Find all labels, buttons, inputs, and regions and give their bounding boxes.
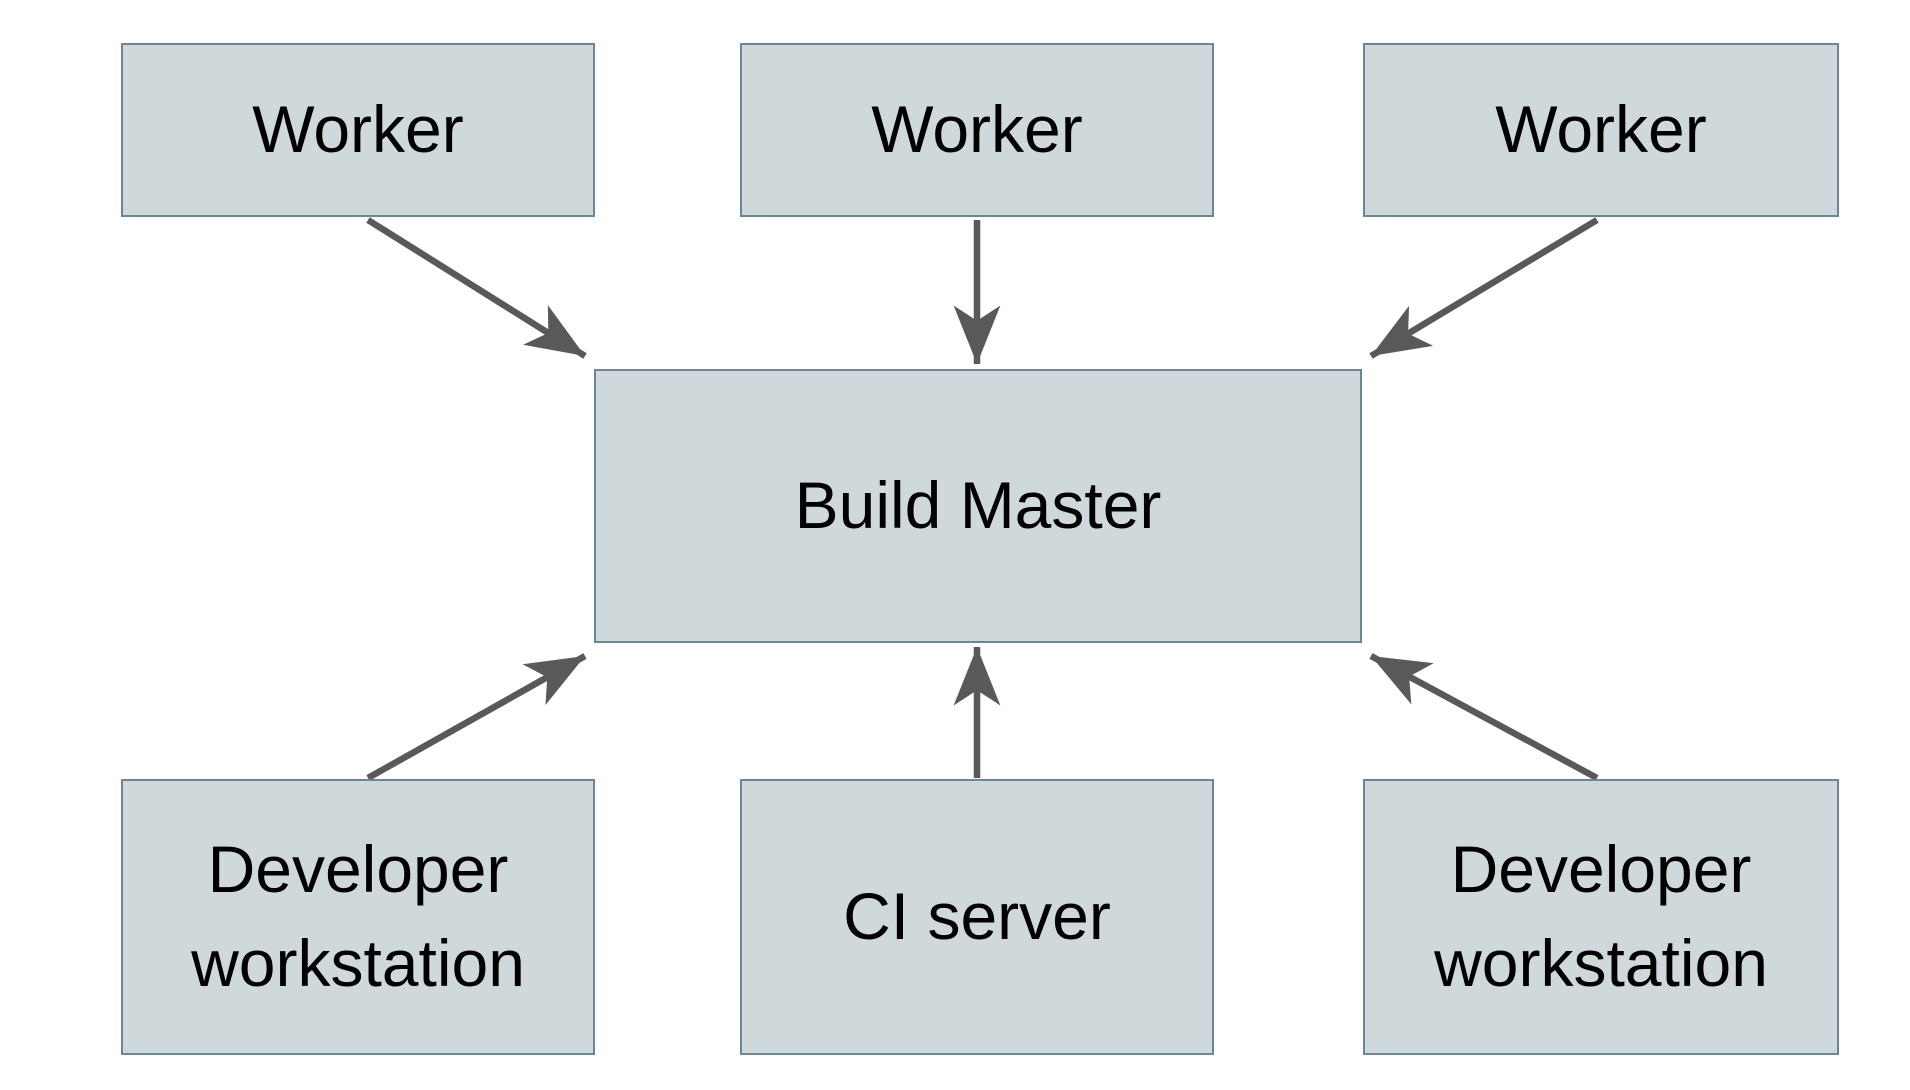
node-developer-workstation-left: Developer workstation xyxy=(121,779,595,1055)
node-developer-workstation-left-label: Developer workstation xyxy=(191,832,525,1000)
node-worker-2-label: Worker xyxy=(871,92,1083,167)
node-worker-2: Worker xyxy=(740,43,1214,217)
node-worker-3: Worker xyxy=(1363,43,1839,217)
node-ci-server-label: CI server xyxy=(843,879,1111,954)
node-ci-server: CI server xyxy=(740,779,1214,1055)
arrow-worker3-to-build-master xyxy=(1369,217,1599,359)
arrow-dev-workstation-left-to-build-master xyxy=(366,653,587,781)
node-developer-workstation-right: Developer workstation xyxy=(1363,779,1839,1055)
arrow-worker1-to-build-master xyxy=(366,217,587,359)
node-worker-1-label: Worker xyxy=(252,92,464,167)
node-worker-1: Worker xyxy=(121,43,595,217)
arrow-dev-workstation-right-to-build-master xyxy=(1369,653,1599,781)
node-build-master: Build Master xyxy=(594,369,1362,643)
node-worker-3-label: Worker xyxy=(1495,92,1707,167)
node-build-master-label: Build Master xyxy=(794,468,1162,543)
node-developer-workstation-right-label: Developer workstation xyxy=(1434,832,1768,1000)
